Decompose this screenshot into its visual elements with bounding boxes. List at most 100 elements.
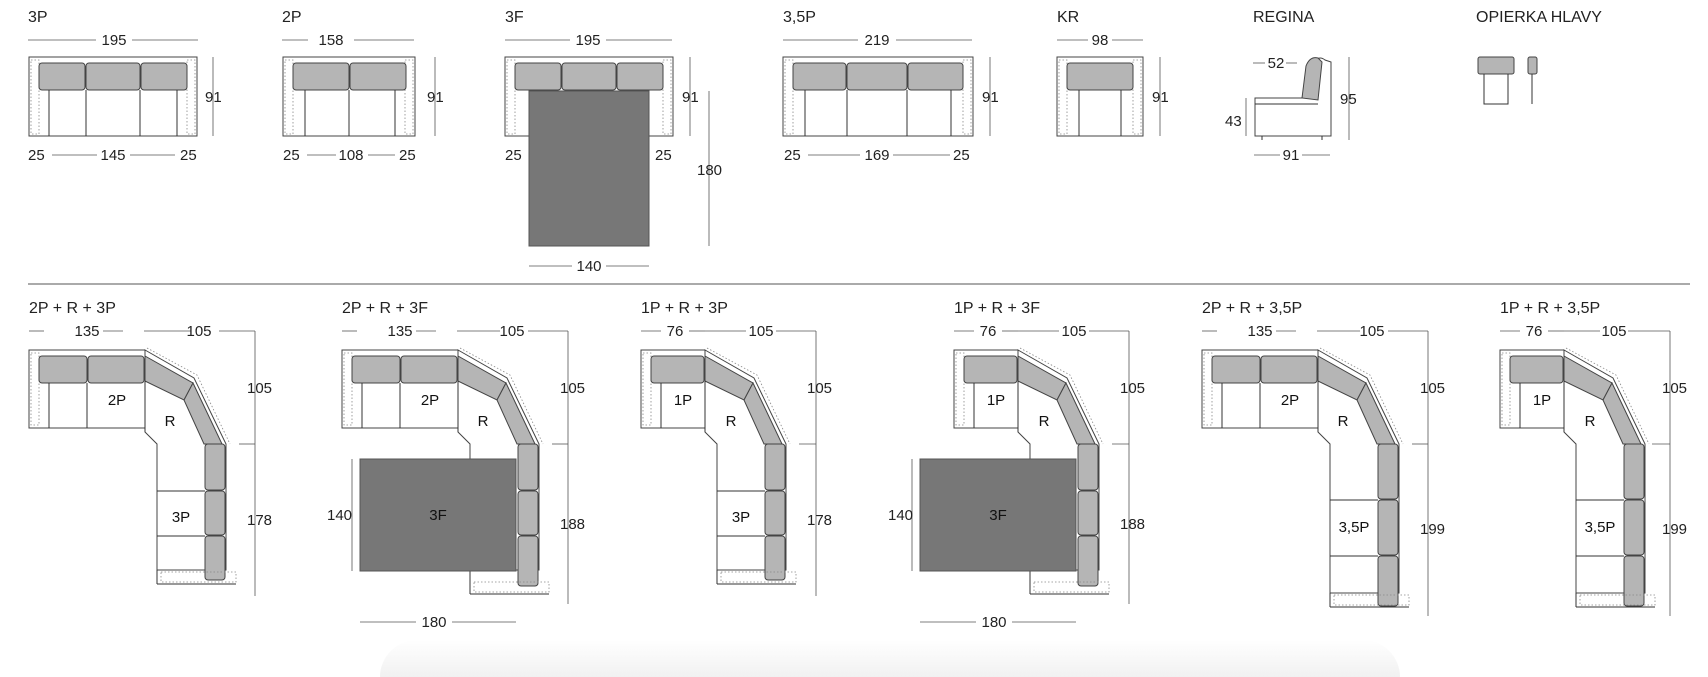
model-kr-width: 98 — [1092, 32, 1109, 49]
corner-2p-r-3p-corner: 105 — [186, 323, 211, 340]
model-kr-depth: 91 — [1152, 89, 1169, 106]
corner-2p-r-3p-seat-1: 2P — [108, 392, 126, 409]
corner-2p-r-3-5p-length: 199 — [1420, 521, 1445, 538]
regina-height: 95 — [1340, 91, 1357, 108]
regina-top: 52 — [1268, 55, 1285, 72]
corner-2p-r-3f-seat-1: 2P — [421, 392, 439, 409]
corner-1p-r-3-5p-side: 105 — [1662, 380, 1687, 397]
headrest-title: OPIERKA HLAVY — [1476, 9, 1602, 26]
model-3-5p-arm-left: 25 — [784, 147, 801, 164]
model-2p-arm-left: 25 — [283, 147, 300, 164]
corner-2p-r-3f: 2P + R + 3F 135 105 2P R 3F 105 188 140 … — [327, 300, 585, 631]
model-3f-bed — [528, 90, 650, 247]
model-3-5p-depth: 91 — [982, 89, 999, 106]
corner-1p-r-3p: 1P + R + 3P 76 105 1P R 3P 105 178 — [640, 300, 832, 596]
corner-2p-r-3-5p-title: 2P + R + 3,5P — [1202, 300, 1302, 317]
headrest: OPIERKA HLAVY — [1476, 9, 1602, 105]
model-3p-title: 3P — [28, 9, 48, 26]
corner-2p-r-3f-bed-w: 140 — [327, 507, 352, 524]
model-2p-inner: 108 — [338, 147, 363, 164]
corner-1p-r-3f-top: 76 — [980, 323, 997, 340]
model-3p: 3P 195 91 25 145 25 — [28, 9, 222, 164]
corner-2p-r-3-5p-top: 135 — [1247, 323, 1272, 340]
corner-2p-r-3f-bed — [359, 458, 517, 572]
headrest-side — [1527, 56, 1538, 75]
corner-2p-r-3-5p-seat-2: R — [1338, 413, 1349, 430]
model-3p-arm-right: 25 — [180, 147, 197, 164]
model-3f-bed-length: 180 — [697, 162, 722, 179]
model-kr-title: KR — [1057, 9, 1079, 26]
corner-2p-r-3-5p: 2P + R + 3,5P 135 105 2P R 3,5P 105 199 — [1201, 300, 1445, 616]
corner-1p-r-3f-title: 1P + R + 3F — [954, 300, 1040, 317]
model-2p-width: 158 — [318, 32, 343, 49]
corner-2p-r-3f-length: 188 — [560, 516, 585, 533]
model-3-5p-width: 219 — [864, 32, 889, 49]
model-3-5p: 3,5P 219 91 25 169 25 — [782, 9, 999, 164]
corner-2p-r-3p-side: 105 — [247, 380, 272, 397]
corner-2p-r-3p-seat-3: 3P — [172, 509, 190, 526]
corner-2p-r-3f-title: 2P + R + 3F — [342, 300, 428, 317]
model-3f-bed-width: 140 — [576, 258, 601, 275]
corner-1p-r-3f-corner: 105 — [1061, 323, 1086, 340]
model-3f-title: 3F — [505, 9, 524, 26]
corner-1p-r-3f-bed-w: 140 — [888, 507, 913, 524]
corner-1p-r-3-5p-top: 76 — [1526, 323, 1543, 340]
corner-1p-r-3-5p-title: 1P + R + 3,5P — [1500, 300, 1600, 317]
corner-2p-r-3-5p-corner: 105 — [1359, 323, 1384, 340]
corner-2p-r-3p-title: 2P + R + 3P — [29, 300, 116, 317]
page-shadow — [380, 640, 1400, 677]
model-2p-title: 2P — [282, 9, 302, 26]
corner-1p-r-3p-length: 178 — [807, 512, 832, 529]
corner-1p-r-3f-seat-2: R — [1039, 413, 1050, 430]
corner-2p-r-3f-seat-2: R — [478, 413, 489, 430]
model-3p-width: 195 — [101, 32, 126, 49]
corner-1p-r-3f-bed — [919, 458, 1077, 572]
corner-1p-r-3-5p: 1P + R + 3,5P 76 105 1P R 3,5P 105 199 — [1499, 300, 1687, 616]
corner-2p-r-3p-top: 135 — [74, 323, 99, 340]
model-3-5p-title: 3,5P — [783, 9, 816, 26]
corner-2p-r-3p-length: 178 — [247, 512, 272, 529]
model-3p-depth: 91 — [205, 89, 222, 106]
model-3f: 3F 195 91 180 25 25 140 — [504, 9, 722, 275]
model-2p: 2P 158 91 25 108 25 — [282, 9, 444, 164]
model-2p-arm-right: 25 — [399, 147, 416, 164]
model-3f-arm-left: 25 — [505, 147, 522, 164]
corner-1p-r-3p-seat-2: R — [726, 413, 737, 430]
corner-1p-r-3f-seat-3: 3F — [989, 507, 1007, 524]
corner-1p-r-3f-side: 105 — [1120, 380, 1145, 397]
corner-2p-r-3f-side: 105 — [560, 380, 585, 397]
corner-1p-r-3f: 1P + R + 3F 76 105 1P R 3F 105 188 140 1… — [888, 300, 1145, 631]
model-3-5p-inner: 169 — [864, 147, 889, 164]
corner-1p-r-3p-top: 76 — [667, 323, 684, 340]
corner-2p-r-3p-seat-2: R — [165, 413, 176, 430]
model-3p-inner: 145 — [100, 147, 125, 164]
corner-1p-r-3p-title: 1P + R + 3P — [641, 300, 728, 317]
corner-1p-r-3-5p-seat-1: 1P — [1533, 392, 1551, 409]
model-3p-arm-left: 25 — [28, 147, 45, 164]
model-3f-arm-right: 25 — [655, 147, 672, 164]
corner-1p-r-3f-seat-1: 1P — [987, 392, 1005, 409]
corner-1p-r-3-5p-corner: 105 — [1601, 323, 1626, 340]
corner-1p-r-3f-length: 188 — [1120, 516, 1145, 533]
corner-2p-r-3-5p-seat-1: 2P — [1281, 392, 1299, 409]
model-regina: REGINA 52 43 95 91 — [1225, 9, 1357, 164]
corner-2p-r-3f-bed-l: 180 — [421, 614, 446, 631]
model-3f-depth: 91 — [682, 89, 699, 106]
model-kr: KR 98 91 — [1056, 9, 1169, 137]
corner-2p-r-3p: 2P + R + 3P 135 105 2P R 3P 105 178 — [28, 300, 272, 596]
corner-1p-r-3-5p-seat-3: 3,5P — [1585, 519, 1616, 536]
model-3f-width: 195 — [575, 32, 600, 49]
model-3-5p-arm-right: 25 — [953, 147, 970, 164]
corner-1p-r-3-5p-length: 199 — [1662, 521, 1687, 538]
regina-depth: 91 — [1283, 147, 1300, 164]
corner-1p-r-3-5p-seat-2: R — [1585, 413, 1596, 430]
corner-1p-r-3f-bed-l: 180 — [981, 614, 1006, 631]
corner-1p-r-3p-corner: 105 — [748, 323, 773, 340]
corner-2p-r-3f-seat-3: 3F — [429, 507, 447, 524]
corner-1p-r-3p-side: 105 — [807, 380, 832, 397]
corner-2p-r-3f-corner: 105 — [499, 323, 524, 340]
model-regina-title: REGINA — [1253, 9, 1315, 26]
headrest-front — [1477, 56, 1515, 75]
regina-seat-height: 43 — [1225, 113, 1242, 130]
model-2p-depth: 91 — [427, 89, 444, 106]
